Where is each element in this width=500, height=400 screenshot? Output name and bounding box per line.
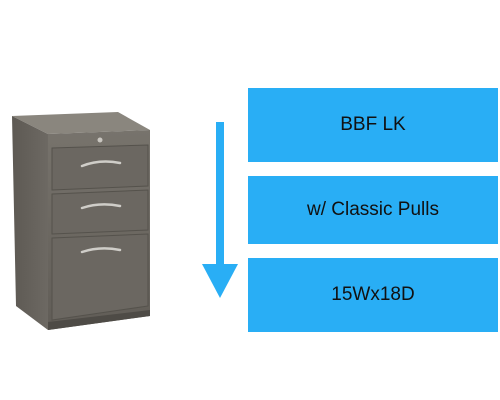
- drawer-1-pull: [80, 160, 122, 168]
- label-box-dimensions: 15Wx18D: [248, 258, 498, 332]
- drawer-2-pull: [80, 203, 122, 210]
- label-model-text: BBF LK: [340, 114, 406, 135]
- cabinet-top: [12, 112, 150, 134]
- label-dimensions-text: 15Wx18D: [331, 284, 415, 305]
- file-cabinet-image: [12, 112, 150, 330]
- lock-icon: [97, 137, 103, 143]
- drawer-2: [51, 189, 149, 235]
- label-box-model: BBF LK: [248, 88, 498, 162]
- label-pulls-text: w/ Classic Pulls: [307, 199, 439, 220]
- down-arrow-icon: [202, 122, 238, 298]
- cabinet-base: [48, 310, 150, 330]
- drawer-3: [51, 233, 149, 321]
- cabinet-side: [12, 116, 48, 330]
- drawer-1: [51, 144, 149, 191]
- label-box-pulls: w/ Classic Pulls: [248, 176, 498, 244]
- drawer-3-pull: [80, 247, 122, 254]
